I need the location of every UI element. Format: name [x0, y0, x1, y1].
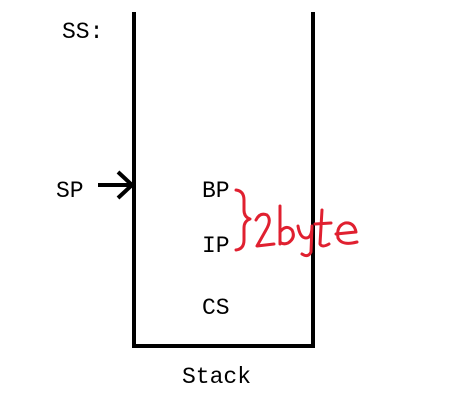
stack-caption: Stack — [182, 364, 252, 390]
segment-label: SS: — [62, 19, 104, 45]
stack-right-wall — [311, 12, 315, 348]
stack-pointer-arrow-icon — [98, 170, 135, 200]
stack-pointer-label: SP — [56, 178, 84, 204]
stack-slot-cs: CS — [202, 295, 230, 321]
stack-bottom — [132, 344, 315, 348]
stack-left-wall — [132, 12, 136, 348]
handwritten-2byte-annotation: 2byte — [234, 188, 359, 258]
stack-slot-ip: IP — [202, 233, 230, 259]
stack-slot-bp: BP — [202, 178, 230, 204]
